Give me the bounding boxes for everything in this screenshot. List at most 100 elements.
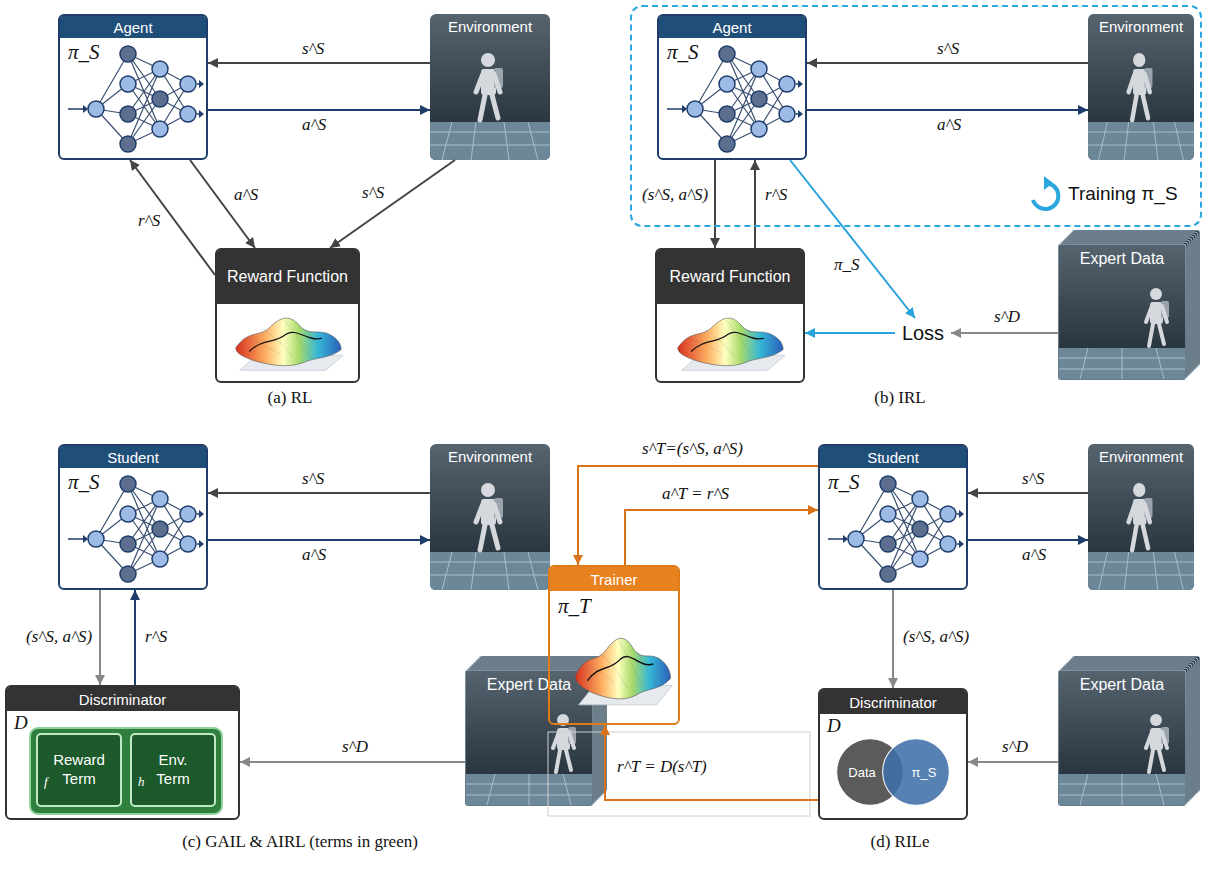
connector — [208, 492, 430, 494]
set-label: Data — [848, 765, 875, 780]
policy-symbol: D — [14, 712, 28, 733]
header-bar: Agent — [60, 16, 206, 38]
connector — [714, 160, 716, 248]
edge-label-holder: a^S — [1020, 546, 1048, 565]
trainer-box: Trainerπ_T — [548, 565, 680, 725]
environment-box: Environment — [430, 444, 550, 590]
symbol-holder: π_S — [68, 40, 100, 65]
edge-label-holder: r^S — [143, 628, 169, 647]
loss-node: Loss — [895, 318, 951, 348]
connector — [330, 160, 455, 248]
term-label: Env. Term — [144, 751, 202, 789]
policy-symbol: π_S — [828, 470, 860, 494]
panel-caption: (a) RL — [268, 388, 313, 407]
reward-function-box: Reward Function — [655, 248, 805, 383]
connector — [968, 539, 1088, 541]
edge-label-holder: r^S — [136, 212, 162, 231]
connector — [807, 62, 1088, 64]
caption-holder: (b) IRL — [700, 388, 1100, 408]
edge-label-holder: s^T=(s^S, a^S) — [640, 440, 745, 459]
connector — [805, 332, 895, 334]
policy-symbol: D — [827, 715, 841, 736]
symbol-holder: D — [14, 712, 28, 734]
edge-label-holder: π_S — [832, 256, 862, 275]
caption-holder: (d) RILe — [700, 832, 1100, 852]
edge-label: a^S — [935, 115, 963, 134]
edge-label: a^S — [232, 185, 260, 204]
policy-network-box: Agentπ_S — [657, 14, 807, 160]
header-bar: Reward Function — [657, 250, 803, 304]
connector — [240, 761, 465, 763]
environment-box: Environment — [1088, 444, 1194, 590]
box-title: Reward Function — [670, 267, 791, 286]
connector — [807, 109, 1088, 111]
edge-label: π_S — [832, 255, 862, 274]
region-title: Training π_S — [1068, 183, 1178, 204]
connector — [605, 725, 818, 800]
environment-picture — [430, 444, 550, 590]
policy-symbol: π_S — [68, 470, 100, 494]
subscript-holder: f — [44, 774, 48, 790]
training-loop-arrowhead — [1044, 176, 1053, 190]
panel-caption: (c) GAIL & AIRL (terms in green) — [182, 832, 418, 851]
edge-label-holder: (s^S, a^S) — [640, 186, 710, 205]
edge-label: s^D — [340, 737, 370, 756]
connector — [208, 62, 430, 64]
symbol-holder: π_S — [667, 40, 699, 65]
edge-label: s^S — [360, 183, 386, 202]
edge-label-holder: a^T = r^S — [660, 485, 731, 504]
title-holder: Environment — [430, 448, 550, 465]
edge-label-holder: a^S — [935, 116, 963, 135]
box-title: Reward Function — [227, 267, 348, 286]
edge-label-holder: s^S — [935, 40, 961, 59]
box-title: Environment — [448, 18, 532, 35]
policy-network-box: Studentπ_S — [818, 444, 968, 590]
symbol-holder: π_T — [558, 594, 591, 619]
edge-label: r^S — [143, 627, 169, 646]
circle-fill — [883, 739, 950, 806]
title-holder: Training π_S — [1068, 183, 1178, 205]
title-holder: Expert Data — [1058, 250, 1186, 268]
title-holder: Environment — [1088, 18, 1194, 35]
term-label: Reward Term — [50, 751, 108, 789]
edge-label: (s^S, a^S) — [901, 627, 971, 646]
term-subscript: h — [138, 774, 145, 789]
box-title: Expert Data — [1080, 250, 1164, 267]
header-bar: Discriminator — [820, 690, 966, 714]
box-title: Expert Data — [1080, 676, 1164, 693]
policy-symbol: π_T — [558, 594, 591, 618]
title-holder: Expert Data — [1058, 676, 1186, 694]
edge-label-holder: s^S — [360, 184, 386, 203]
training-loop-region: Training π_S Agentπ_S Environment — [630, 5, 1202, 227]
edge-label: s^T=(s^S, a^S) — [640, 439, 745, 458]
box-title: Agent — [113, 19, 152, 36]
edge-label-holder: s^S — [300, 470, 326, 489]
box-title: Expert Data — [487, 676, 571, 693]
box-title: Student — [107, 449, 159, 466]
edge-label: r^S — [136, 211, 162, 230]
header-bar: Reward Function — [217, 250, 358, 304]
policy-network-box: Student π_S — [58, 444, 208, 590]
subscript-holder: h — [138, 774, 145, 790]
expert-data-picture — [1058, 230, 1200, 380]
box-title: Trainer — [591, 571, 638, 588]
connector — [892, 590, 894, 688]
box-title: Environment — [1099, 18, 1183, 35]
policy-network-box: Agent π_S — [58, 14, 208, 160]
connector — [130, 160, 215, 275]
edge-label: a^S — [300, 115, 328, 134]
edge-label-holder: r^T = D(s^T) — [615, 758, 709, 777]
header-bar: Trainer — [550, 567, 678, 591]
discriminator-term-box: Reward Termf — [36, 733, 122, 807]
symbol-holder: π_S — [828, 470, 860, 495]
environment-box: Environment — [1088, 14, 1194, 160]
environment-picture — [1088, 444, 1194, 590]
edge-label: a^S — [1020, 545, 1048, 564]
set-label: π_S — [912, 765, 937, 780]
edge-label-holder: s^S — [1020, 470, 1046, 489]
connector — [754, 160, 756, 248]
connector — [134, 590, 136, 685]
edge-label: a^S — [300, 545, 328, 564]
environment-picture — [430, 14, 550, 160]
